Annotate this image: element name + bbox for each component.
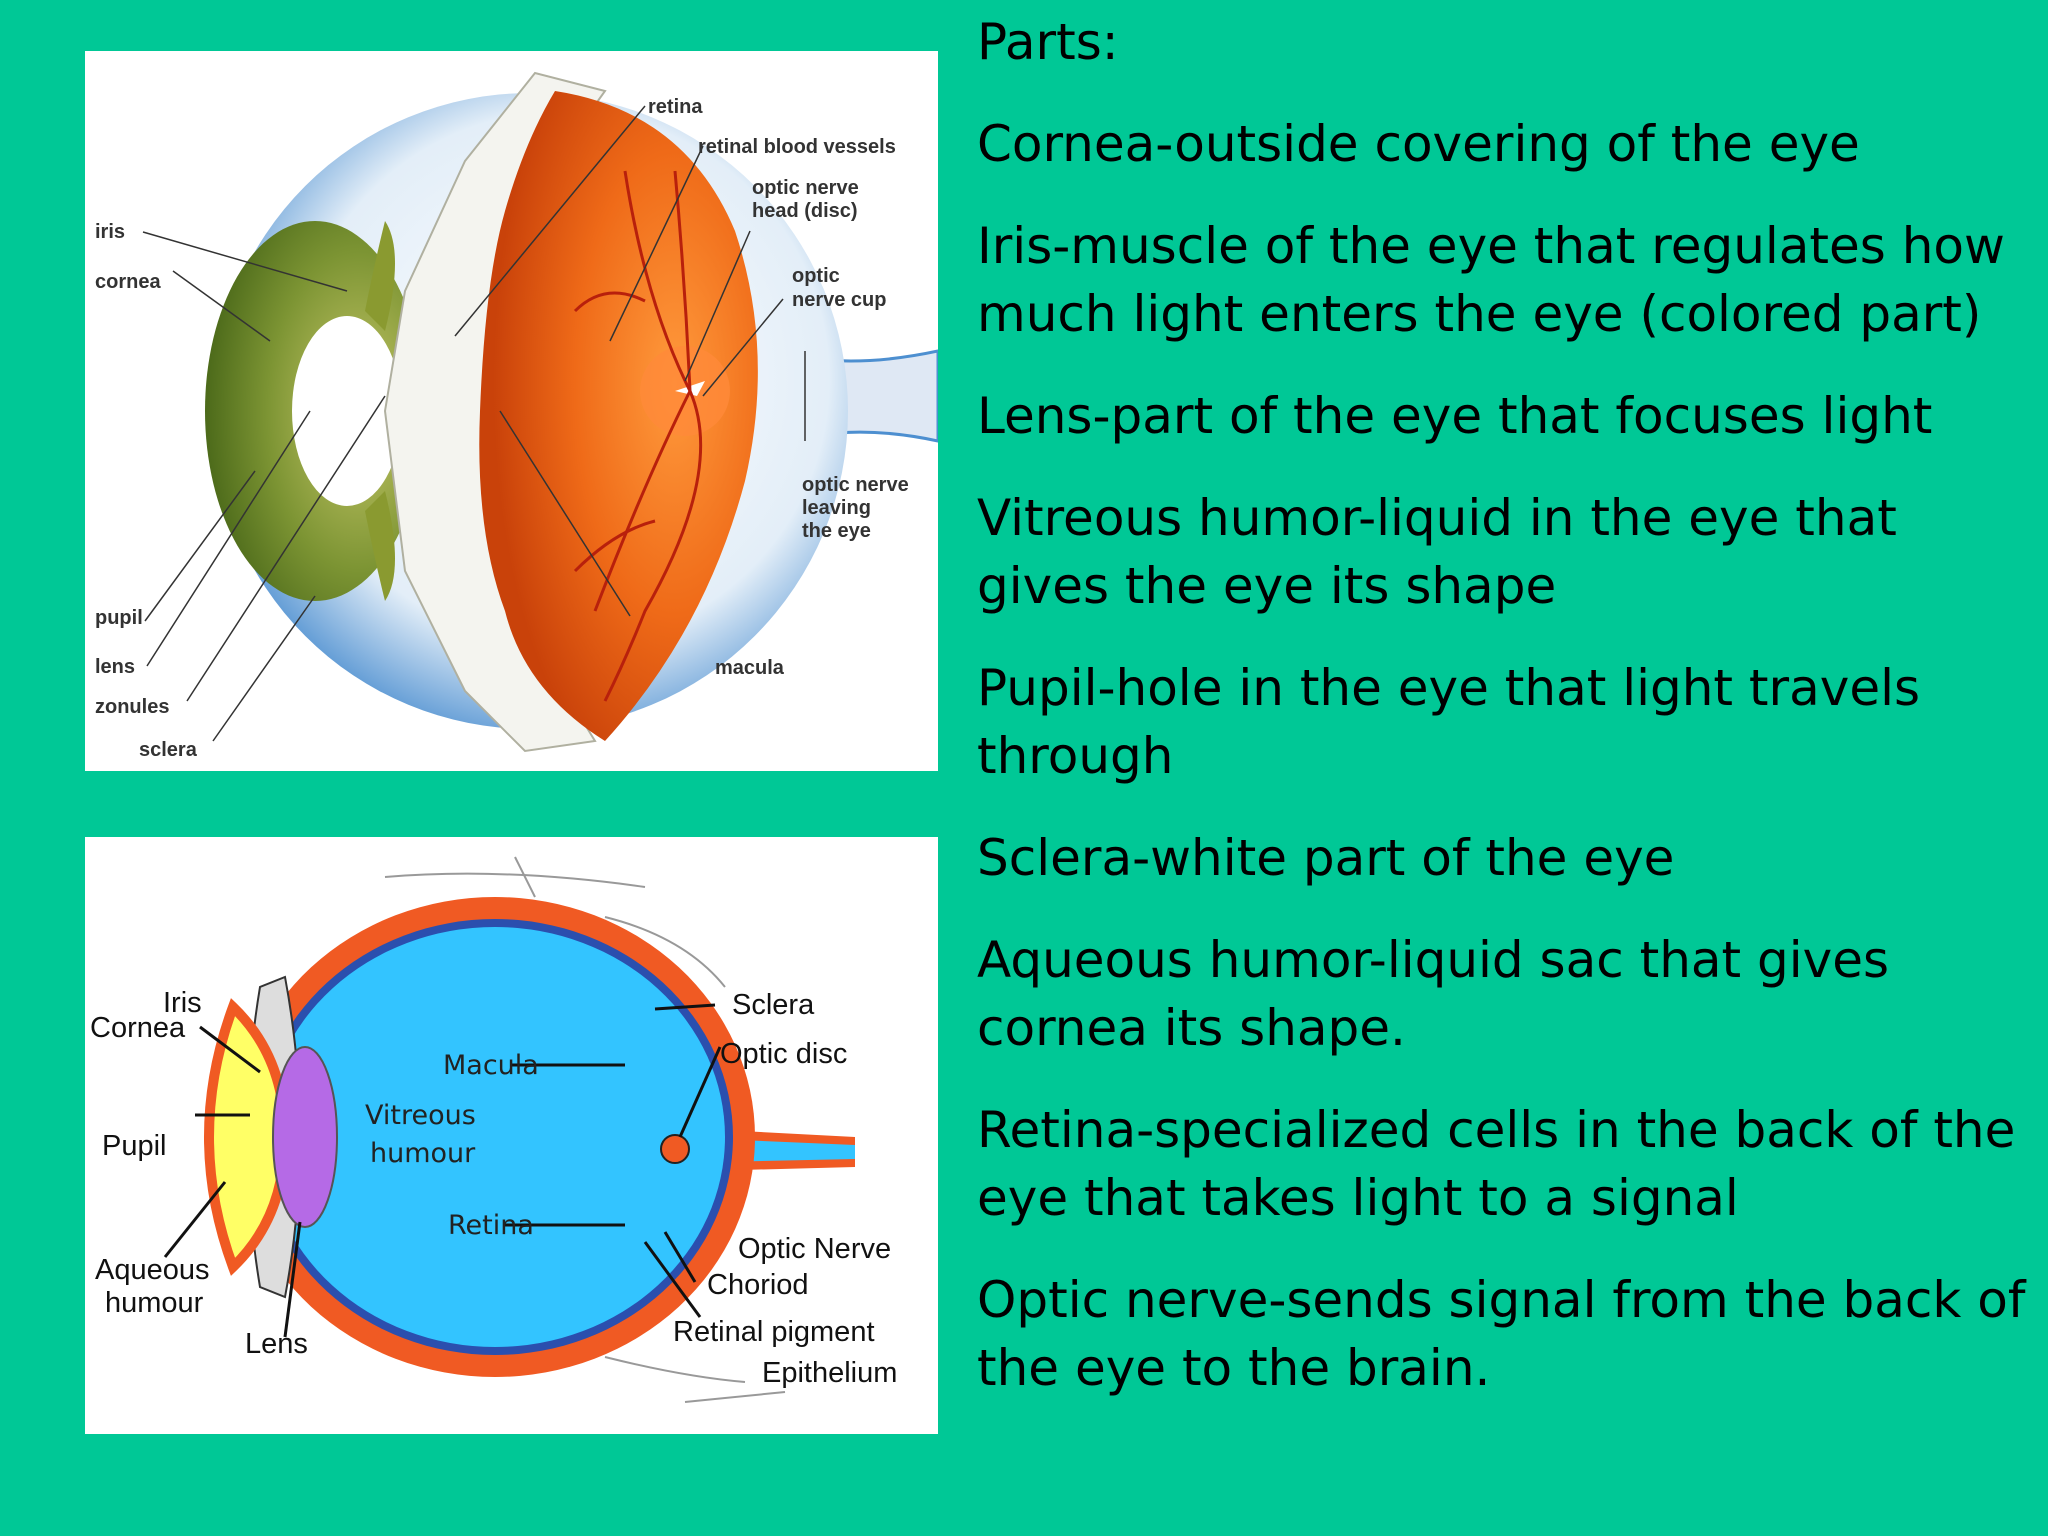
- definition-lens: Lens-part of the eye that focuses light: [977, 387, 1933, 445]
- definition-retina: Retina-specialized cells in the back of …: [977, 1101, 2016, 1227]
- pupil-opening: [292, 316, 402, 506]
- label-lens: Lens: [245, 1328, 308, 1360]
- eye-cross-section-illustration: Iris Cornea Pupil Aqueous humour Lens Ma…: [90, 856, 897, 1403]
- label-retinal-pigment: Retinal pigment: [673, 1316, 875, 1348]
- ciliary-body-upper: [365, 221, 395, 331]
- label-optic-nerve-cup-line2: nerve cup: [792, 289, 886, 311]
- label-optic-disc: Optic disc: [720, 1038, 847, 1070]
- label-iris: iris: [95, 221, 125, 243]
- label-choriod: Choriod: [707, 1269, 809, 1301]
- lens-body: [272, 1046, 338, 1228]
- sketch-lines: [384, 856, 786, 1403]
- label-optic-nerve-cup-line1: optic: [792, 265, 840, 287]
- label-optic-nerve-leaving-line2: leaving: [802, 497, 871, 519]
- definition-aqueous-humor: Aqueous humor-liquid sac that gives corn…: [977, 931, 1890, 1057]
- definition-cornea: Cornea-outside covering of the eye: [977, 115, 1860, 173]
- label-macula: Macula: [443, 1050, 539, 1081]
- label-retinal-blood-vessels: retinal blood vessels: [698, 136, 896, 158]
- eye-cutaway-diagram: retina retinal blood vessels optic nerve…: [85, 51, 938, 771]
- label-vitreous-line1: Vitreous: [365, 1100, 476, 1131]
- label-sclera: Sclera: [732, 989, 815, 1021]
- definition-sclera: Sclera-white part of the eye: [977, 829, 1675, 887]
- eye-cross-section-diagram: Iris Cornea Pupil Aqueous humour Lens Ma…: [85, 837, 938, 1434]
- label-macula: macula: [715, 657, 785, 679]
- aqueous-chamber: [204, 998, 291, 1276]
- retina-fundus: [479, 91, 758, 741]
- label-optic-nerve-head-line2: head (disc): [752, 200, 858, 222]
- definition-vitreous-humor: Vitreous humor-liquid in the eye that gi…: [977, 489, 1897, 615]
- label-pupil: Pupil: [102, 1130, 167, 1162]
- label-aqueous-line1: Aqueous: [95, 1254, 210, 1286]
- definition-optic-nerve: Optic nerve-sends signal from the back o…: [977, 1271, 2026, 1397]
- label-retina: retina: [648, 96, 703, 118]
- label-zonules: zonules: [95, 696, 169, 718]
- eye-cutaway-illustration: retina retinal blood vessels optic nerve…: [95, 71, 938, 761]
- label-aqueous-line2: humour: [105, 1287, 204, 1319]
- label-cornea: cornea: [95, 271, 161, 293]
- label-optic-nerve-leaving-line3: the eye: [802, 520, 871, 542]
- parts-heading: Parts:: [977, 13, 1119, 71]
- definition-pupil: Pupil-hole in the eye that light travels…: [977, 659, 1921, 785]
- label-iris: Iris: [163, 987, 202, 1019]
- label-epithelium: Epithelium: [762, 1357, 897, 1389]
- optic-disc-marker: [660, 1134, 690, 1164]
- leader-lines: [142, 105, 806, 742]
- label-retina: Retina: [448, 1210, 534, 1241]
- label-vitreous-line2: humour: [370, 1138, 476, 1169]
- label-optic-nerve: Optic Nerve: [738, 1233, 891, 1265]
- label-optic-nerve-head-line1: optic nerve: [752, 177, 859, 199]
- label-optic-nerve-leaving-line1: optic nerve: [802, 474, 909, 496]
- label-sclera: sclera: [139, 739, 198, 761]
- label-pupil: pupil: [95, 607, 143, 629]
- ciliary-body-lower: [365, 491, 395, 601]
- definition-iris: Iris-muscle of the eye that regulates ho…: [977, 217, 2005, 343]
- vitreous-body: [265, 927, 725, 1347]
- label-cornea: Cornea: [90, 1012, 186, 1044]
- leader-lines-bottom: [163, 1003, 722, 1338]
- label-lens: lens: [95, 656, 135, 678]
- parts-definitions: Parts: Cornea-outside covering of the ey…: [977, 8, 2042, 1436]
